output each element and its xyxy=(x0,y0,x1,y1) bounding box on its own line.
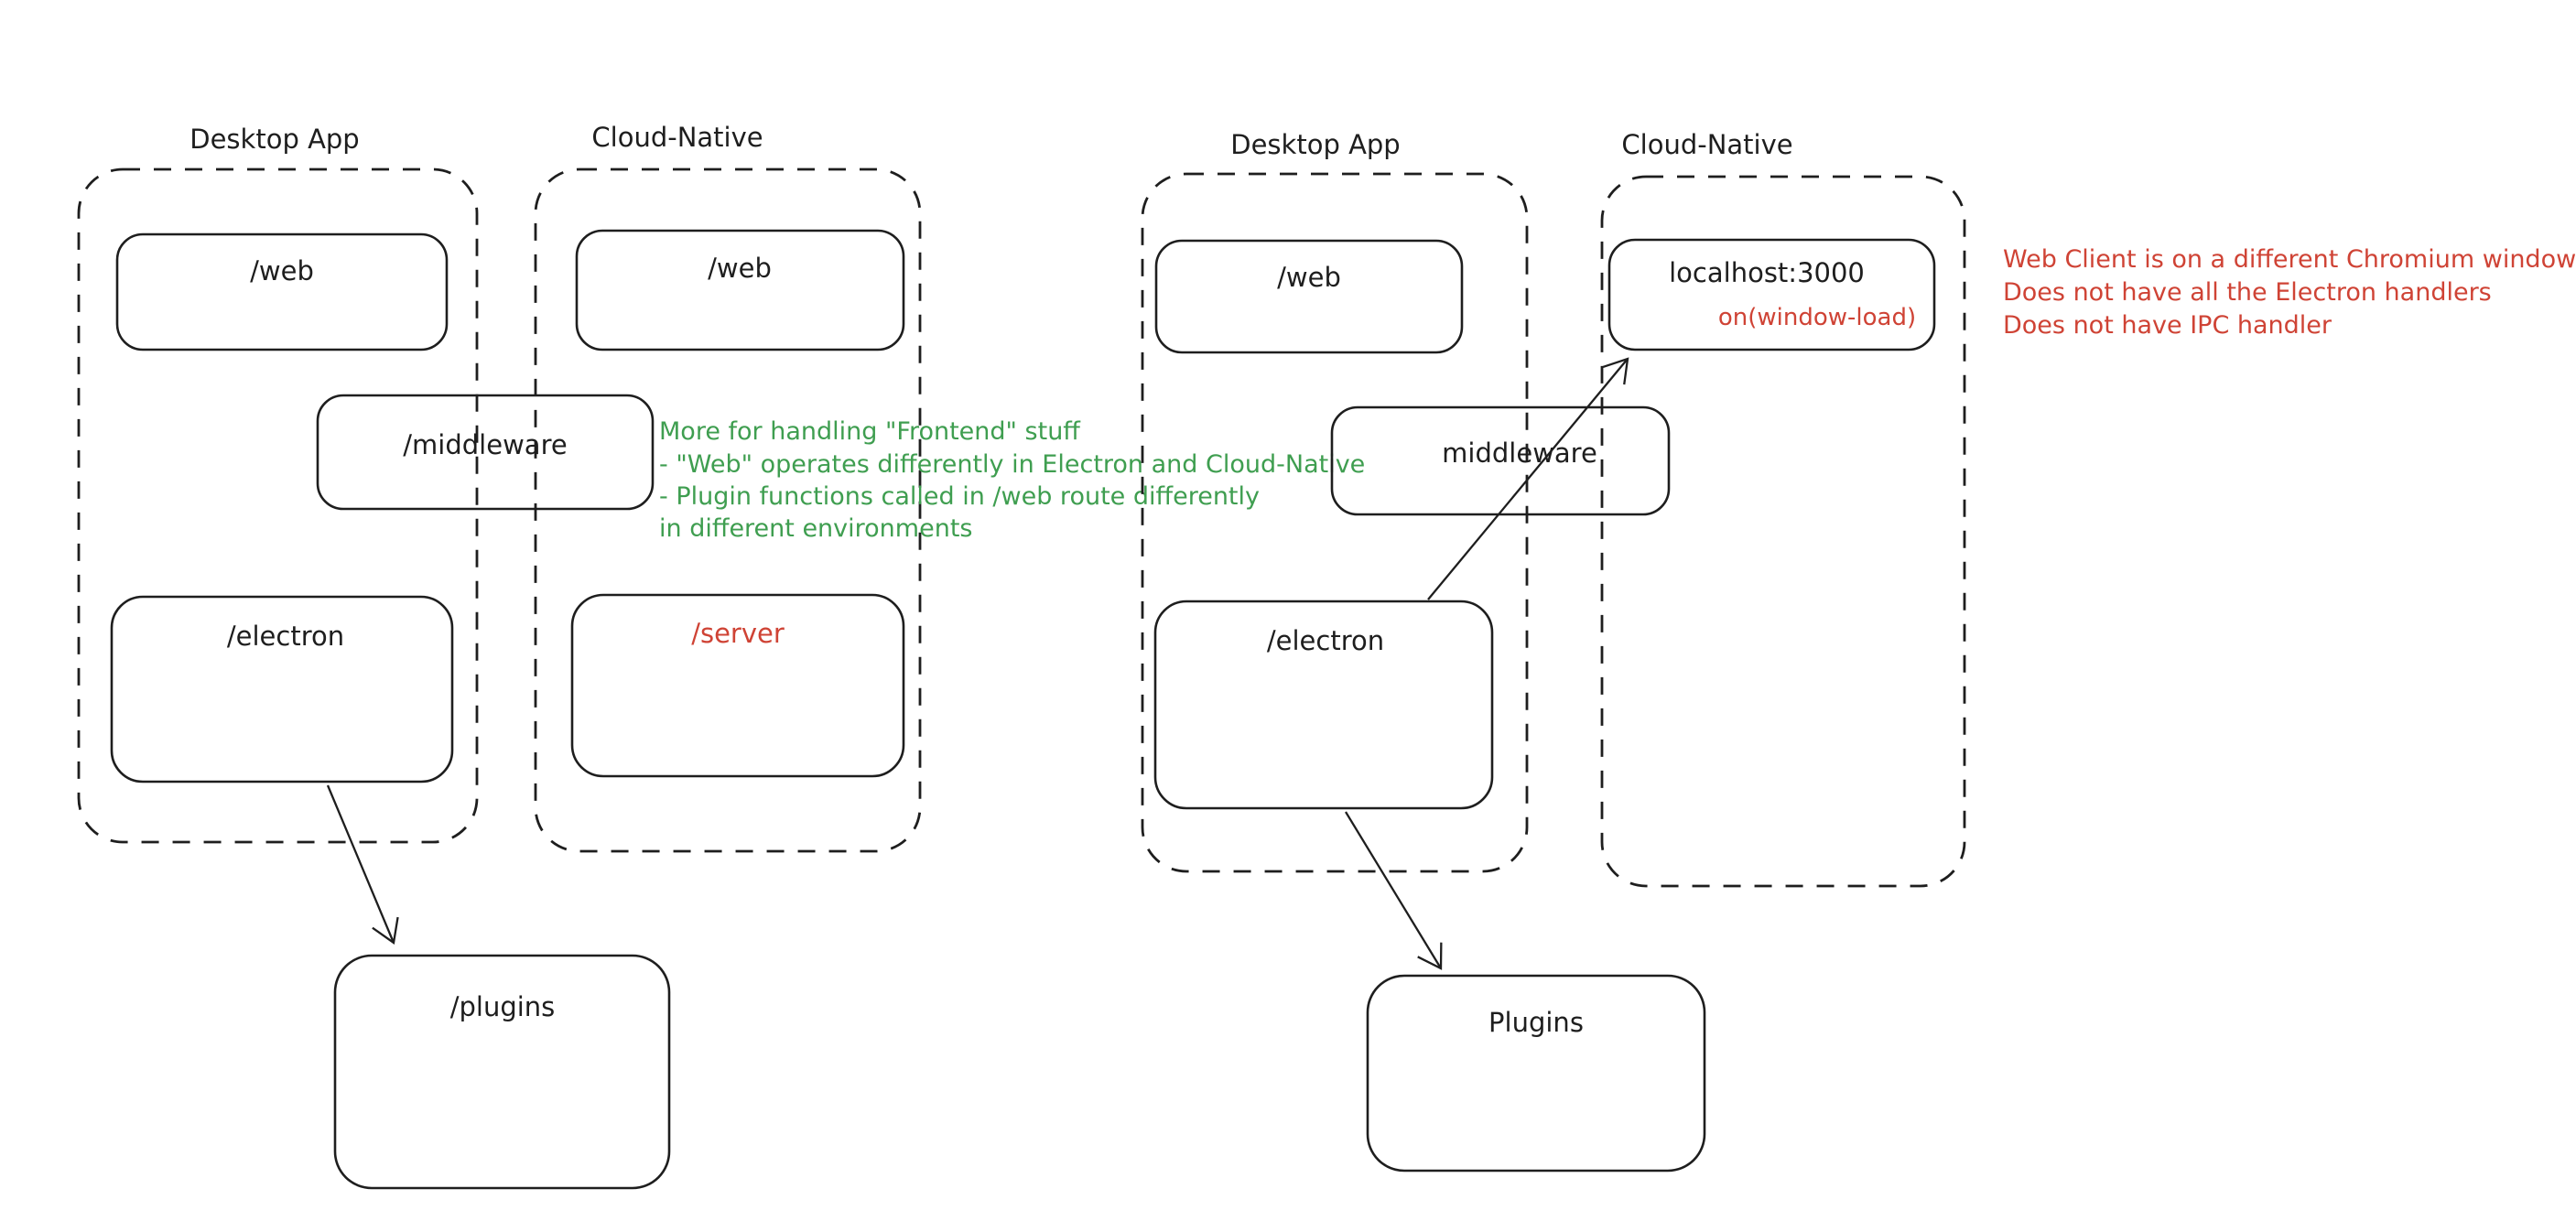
right-middleware-label: middleware xyxy=(1442,438,1597,469)
left-plugins-box xyxy=(333,954,671,1190)
right-web-box xyxy=(1154,239,1464,354)
localhost-label: localhost:3000 xyxy=(1669,257,1865,288)
green-note-line-4: in different environments xyxy=(659,514,972,543)
red-note-line-3: Does not have IPC handler xyxy=(2003,311,2332,340)
green-note-line-1: More for handling "Frontend" stuff xyxy=(659,417,1081,446)
right-plugins-box xyxy=(1366,974,1706,1173)
green-note-line-3: - Plugin functions called in /web route … xyxy=(659,482,1260,511)
right-middleware-box xyxy=(1330,405,1671,516)
left-electron-to-plugins-arrow xyxy=(326,784,399,946)
on-window-load-label: on(window-load) xyxy=(1718,304,1916,331)
left-middleware-label: /middleware xyxy=(403,429,567,460)
left-cloud-native-title: Cloud-Native xyxy=(591,122,763,153)
left-web-cloud-box xyxy=(575,229,905,351)
right-electron-box xyxy=(1153,600,1494,810)
right-desktop-app-container xyxy=(1141,172,1529,873)
left-desktop-app-container xyxy=(77,168,479,844)
left-server-box xyxy=(570,593,905,778)
red-note-line-1: Web Client is on a different Chromium wi… xyxy=(2003,245,2576,274)
right-cloud-native-title: Cloud-Native xyxy=(1621,129,1792,160)
left-web-cloud-label: /web xyxy=(708,253,772,284)
right-electron-label: /electron xyxy=(1267,625,1384,656)
localhost-box xyxy=(1607,238,1936,351)
red-note: Web Client is on a different Chromium wi… xyxy=(2003,245,2576,340)
right-plugins-label: Plugins xyxy=(1488,1007,1584,1038)
right-desktop-app-title: Desktop App xyxy=(1230,129,1400,160)
green-note-line-2: - "Web" operates differently in Electron… xyxy=(659,450,1365,479)
right-electron-to-plugins-arrow xyxy=(1345,811,1443,970)
red-note-line-2: Does not have all the Electron handlers xyxy=(2003,278,2492,307)
left-web-desktop-label: /web xyxy=(250,255,314,286)
left-server-label: /server xyxy=(691,618,785,649)
green-note: More for handling "Frontend" stuff - "We… xyxy=(659,417,1365,543)
right-diagram: Desktop App Cloud-Native /web localhost:… xyxy=(1141,129,2576,1173)
right-cloud-native-container xyxy=(1600,175,1966,888)
left-plugins-label: /plugins xyxy=(450,991,556,1022)
left-diagram: Desktop App Cloud-Native /web /web /midd… xyxy=(77,122,1365,1190)
right-web-label: /web xyxy=(1277,262,1341,293)
left-electron-box xyxy=(110,595,454,784)
electron-to-localhost-arrow xyxy=(1427,357,1629,600)
left-electron-label: /electron xyxy=(227,621,344,652)
left-desktop-app-title: Desktop App xyxy=(189,124,359,155)
left-web-desktop-box xyxy=(115,232,449,351)
left-middleware-box xyxy=(316,394,655,511)
left-cloud-native-container xyxy=(534,168,922,853)
